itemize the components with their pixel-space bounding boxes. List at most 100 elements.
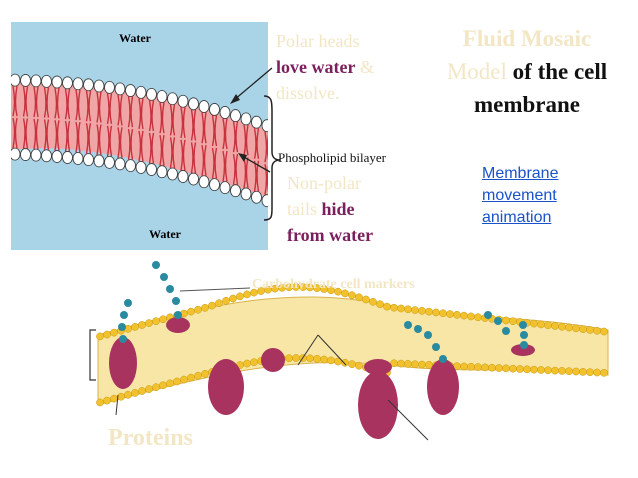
polar-head: [240, 187, 252, 201]
carbohydrate-bead: [404, 321, 412, 329]
lipid-head: [523, 365, 531, 374]
tail: [98, 124, 102, 156]
tail: [96, 124, 100, 156]
membrane-animation-link[interactable]: Membrane movement animation: [482, 163, 592, 229]
polar-head: [177, 170, 189, 183]
tail: [169, 104, 173, 136]
tail: [214, 115, 218, 147]
lipid-head: [418, 360, 426, 369]
fatty-acid-tails: [12, 85, 268, 195]
polar-head: [72, 77, 84, 91]
lipid-head: [593, 326, 601, 335]
lipid-head: [404, 305, 412, 314]
lipid-head: [572, 324, 580, 333]
lipid-head: [600, 368, 608, 377]
carbohydrate-bead: [494, 317, 502, 325]
tail: [35, 86, 39, 118]
title-model: Model: [446, 59, 507, 84]
lipid-head: [390, 303, 398, 312]
lipid-head: [138, 321, 146, 329]
nonpolar-note-line1: Non-polar: [287, 173, 361, 193]
carbohydrate-bead: [120, 311, 128, 319]
tail: [232, 121, 236, 153]
lipid-head: [117, 392, 125, 401]
tail: [25, 86, 29, 117]
polar-head: [135, 85, 147, 99]
polar-head: [125, 84, 136, 97]
membrane-bracket: [89, 329, 96, 381]
tail: [182, 139, 186, 171]
pointer-line-3: [387, 399, 429, 441]
polar-head: [251, 190, 262, 204]
link-line2: movement: [482, 187, 557, 204]
lipid-head: [138, 387, 146, 395]
lipid-head: [579, 368, 587, 376]
tail: [96, 91, 100, 123]
tail: [203, 112, 207, 144]
carbohydrate-bead: [520, 331, 528, 339]
carbohydrate-bead: [519, 321, 527, 329]
polar-heads-note: Polar heads love water & dissolve.: [276, 28, 426, 106]
carbohydrate-bead: [166, 285, 174, 293]
tail: [138, 130, 142, 162]
tail: [75, 121, 79, 153]
polar-head: [251, 115, 262, 129]
fluid-mosaic-membrane-figure: [89, 261, 609, 441]
polar-note-line1: Polar heads: [276, 31, 360, 51]
lipid-head: [411, 306, 419, 314]
lipid-head: [565, 367, 573, 376]
lipid-head: [509, 364, 517, 373]
tail: [64, 88, 68, 120]
tail: [22, 86, 26, 117]
tail: [224, 150, 228, 182]
lipid-head: [180, 375, 188, 384]
tail: [161, 134, 165, 166]
protein-3: [261, 348, 285, 372]
carbohydrate-bead: [119, 335, 127, 343]
tail: [33, 86, 37, 118]
lipid-head: [145, 319, 153, 327]
lipid-head: [467, 362, 475, 371]
lipid-head: [320, 355, 328, 364]
tail: [264, 131, 268, 163]
tail: [140, 98, 144, 130]
water-label-top: Water: [119, 31, 152, 45]
tail: [193, 142, 197, 174]
carbohydrate-bead: [439, 355, 447, 363]
tail: [54, 120, 58, 151]
tail: [14, 117, 18, 149]
lipid-head: [376, 300, 384, 309]
polar-head: [41, 149, 52, 163]
tail: [190, 109, 194, 141]
lipid-head: [103, 330, 111, 339]
lipid-head: [201, 369, 209, 378]
protein-7: [364, 359, 392, 375]
lipid-head: [145, 385, 153, 393]
lipid-head: [236, 292, 244, 301]
tail: [98, 91, 102, 123]
tail: [193, 109, 197, 141]
tail: [245, 124, 249, 156]
lipid-head: [369, 297, 377, 306]
polar-head: [230, 109, 241, 122]
lipid-head: [96, 332, 104, 341]
nonpolar-note-from-water: from water: [287, 225, 374, 245]
carbohydrate-bead: [432, 343, 440, 351]
tail: [159, 134, 163, 166]
lipid-head: [152, 383, 160, 392]
polar-head: [62, 76, 73, 90]
lipid-head: [537, 320, 545, 329]
lipid-head: [474, 363, 482, 371]
tail: [106, 93, 110, 125]
tail: [46, 87, 50, 118]
polar-head: [146, 163, 157, 176]
polar-head: [93, 154, 105, 168]
polar-head: [167, 167, 178, 181]
phospholipid-bilayer-label: Phospholipid bilayer: [278, 150, 386, 165]
polar-head: [20, 148, 31, 161]
lipid-head: [579, 325, 587, 334]
protein-1: [109, 337, 137, 389]
lipid-head: [397, 359, 405, 368]
tail: [235, 153, 239, 185]
lipid-head: [208, 301, 216, 310]
